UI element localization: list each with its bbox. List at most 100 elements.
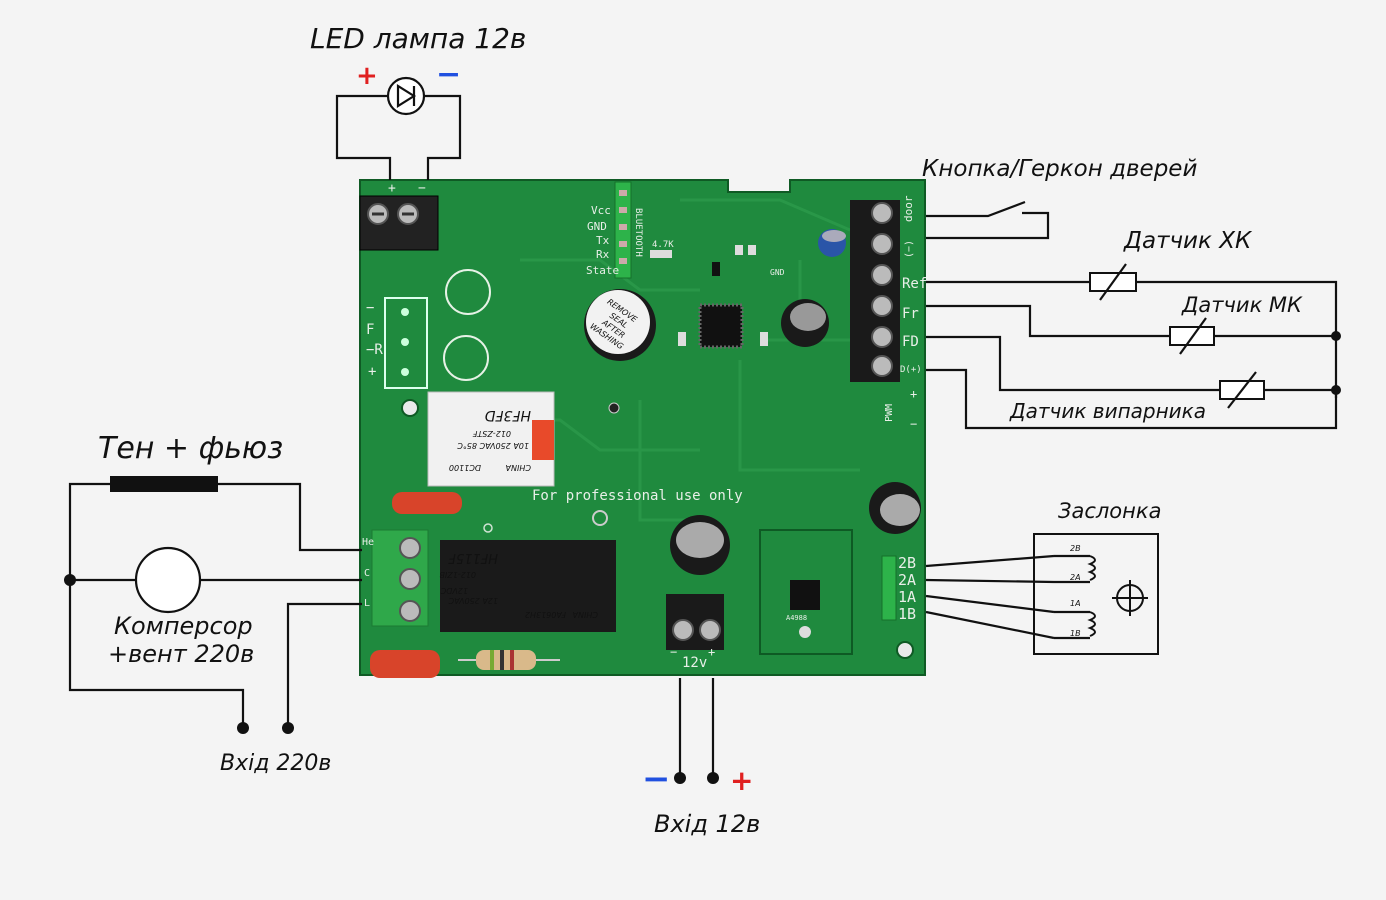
bluetooth-header — [614, 181, 632, 279]
relay1-spec-1: 012-ZSTF — [472, 429, 511, 438]
relay-hf3fd — [427, 391, 555, 487]
side-header — [384, 297, 428, 389]
motor-pin-2b: 2B — [898, 554, 916, 572]
compressor-label-1: Комперсор — [114, 612, 253, 640]
sensors-wiring — [926, 263, 1341, 430]
door-button-label: Кнопка/Геркон дверей — [922, 156, 1197, 182]
resistor-value: 4.7K — [652, 240, 674, 250]
damper-wiring — [925, 533, 1159, 655]
relay1-spec-3: CHINA — [506, 463, 531, 472]
damper-coil-2b: 2B — [1070, 544, 1081, 553]
stepper-driver-module — [759, 529, 853, 655]
power-terminal-220 — [371, 529, 429, 627]
sensor-xk-label: Датчик ХК — [1123, 228, 1253, 254]
resistor-through-hole — [458, 650, 560, 670]
pwm-plus-silk: + — [910, 387, 917, 401]
relay2-spec-5: FA0613H2 — [525, 610, 566, 619]
motor-header — [881, 555, 897, 621]
led-indicator — [592, 510, 608, 526]
power-12v-silk: 12v — [682, 655, 707, 671]
board-motto: For professional use only — [532, 488, 743, 504]
terminal-dplus-silk: D(+) — [900, 365, 922, 375]
heater-fuse-label: Тен + фьюз — [98, 431, 283, 466]
relay2-spec-1: 012-1ZIB — [439, 570, 476, 579]
capacitor-small — [818, 229, 846, 257]
bt-pin-state: State — [586, 264, 619, 277]
led-terminal-plus-silk: + — [388, 181, 396, 196]
side-header-silk-4: + — [368, 364, 376, 380]
capacitor-top — [781, 299, 829, 347]
bt-pin-gnd: GND — [587, 220, 607, 233]
door-switch-wiring — [926, 200, 1050, 240]
red-fuse-top — [392, 492, 462, 514]
motor-pin-2a: 2A — [898, 571, 916, 589]
smd-part-3 — [678, 332, 686, 346]
bt-title: BLUETOOTH — [633, 208, 643, 257]
damper-coil-1b: 1B — [1070, 629, 1081, 638]
power-minus-silk: − — [670, 645, 677, 659]
led-terminal-block — [359, 195, 439, 251]
input-12-label: Вхід 12в — [654, 810, 760, 838]
led-indicator-2 — [608, 402, 620, 414]
left-terminal-l: L — [364, 598, 370, 609]
terminal-gnd-silk: (−) — [904, 240, 915, 258]
smd-part-4 — [760, 332, 768, 346]
cap-footprint-2 — [443, 335, 489, 381]
terminal-door-silk: door — [902, 195, 915, 222]
bt-pin-rx: Rx — [596, 248, 610, 261]
cap-footprint-1 — [445, 269, 491, 315]
damper-label: Заслонка — [1058, 499, 1161, 523]
smd-part-2 — [748, 245, 756, 255]
driver-label: A4988 — [786, 614, 807, 622]
led-plus-sign: + — [356, 61, 378, 91]
input-12v-wiring — [674, 678, 719, 784]
relay1-model: HF3FD — [484, 407, 531, 423]
terminal-ref-silk: Ref — [902, 276, 927, 292]
input12-plus-sign: + — [730, 764, 753, 797]
motor-pin-1b: 1B — [898, 605, 916, 623]
led-lamp-label: LED лампа 12в — [310, 22, 526, 55]
damper-coil-2a: 2A — [1070, 573, 1081, 582]
relay2-spec-3: 12A 250VAC — [448, 596, 498, 605]
led-minus-sign: − — [436, 57, 461, 92]
smd-resistor — [650, 250, 672, 258]
side-header-silk-2: F — [366, 322, 374, 338]
heater-compressor-wiring — [64, 476, 362, 734]
damper-coil-1a: 1A — [1070, 599, 1081, 608]
smd-part-1 — [735, 245, 743, 255]
bt-pin-tx: Tx — [596, 234, 610, 247]
gnd-silk: GND — [770, 268, 785, 277]
relay2-spec-4: CHINA — [573, 610, 598, 619]
input-220-label: Вхід 220в — [220, 751, 331, 776]
power-plus-silk: + — [708, 645, 715, 659]
sensor-terminal-block — [850, 200, 900, 382]
capacitor-right — [869, 482, 921, 534]
side-header-silk-3: −R — [366, 342, 383, 358]
power-terminal-12v — [666, 594, 724, 650]
relay1-spec-2: 10A 250VAC 85°C — [457, 441, 529, 450]
pwm-minus-silk: − — [910, 417, 917, 431]
led-lamp-wiring — [335, 76, 462, 180]
terminal-fd-silk: FD — [902, 334, 919, 350]
pwm-silk: PWM — [884, 404, 895, 422]
capacitor-middle — [670, 515, 730, 575]
sensor-mk-label: Датчик МК — [1181, 293, 1303, 317]
smd-part-5 — [712, 262, 720, 276]
terminal-fr-silk: Fr — [902, 306, 919, 322]
buzzer — [584, 289, 656, 361]
left-terminal-c: C — [364, 568, 370, 579]
red-fuse-bottom — [370, 650, 440, 678]
relay1-spec-4: DC1100 — [449, 463, 481, 472]
sensor-evap-label: Датчик випарника — [1009, 399, 1206, 423]
side-header-silk-1: − — [366, 300, 374, 316]
microcontroller-chip — [698, 303, 744, 349]
relay-hf115f — [440, 540, 616, 632]
led-terminal-minus-silk: − — [418, 181, 426, 196]
motor-pin-1a: 1A — [898, 588, 916, 606]
relay2-spec-2: 12VDC — [440, 586, 468, 595]
relay2-model: HF115F — [448, 550, 498, 565]
left-terminal-he: He — [362, 537, 374, 548]
compressor-label-2: +вент 220в — [108, 640, 254, 668]
